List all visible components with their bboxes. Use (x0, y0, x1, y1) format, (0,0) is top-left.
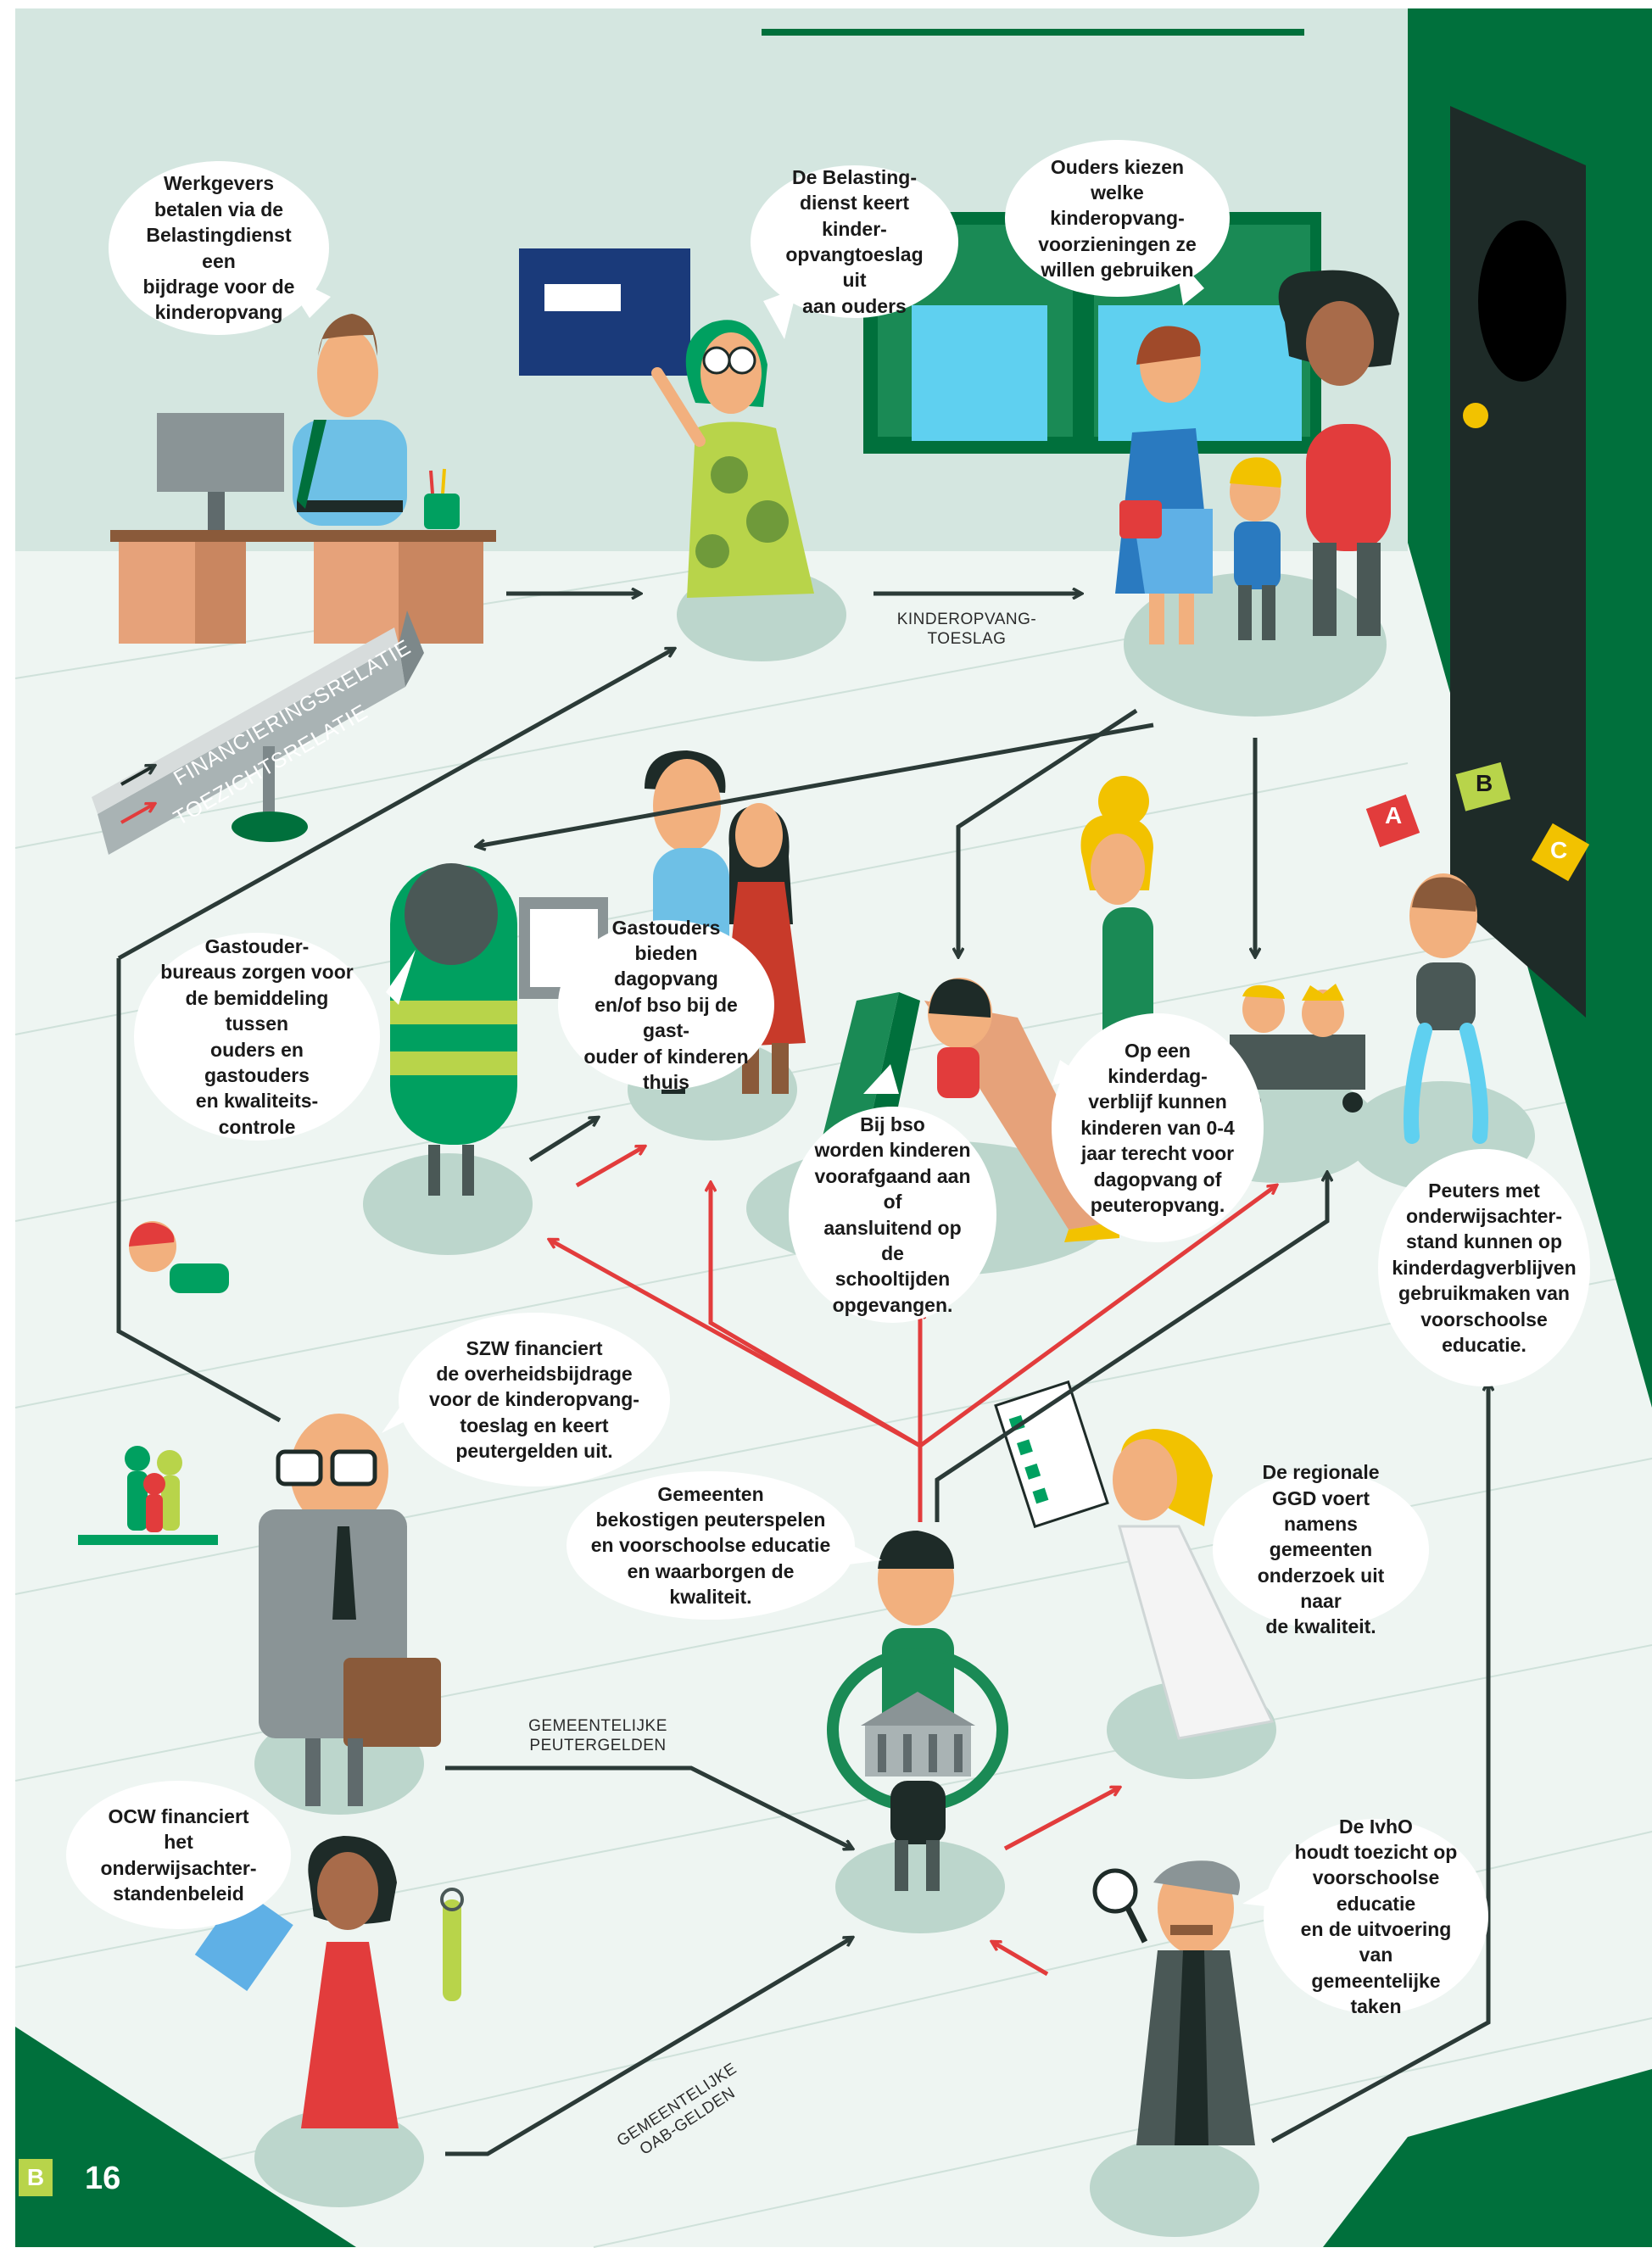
desk (110, 413, 496, 644)
legend-sign (92, 611, 424, 855)
bubble-gastouders: Gastouders bieden dagopvang en/of bso bi… (558, 917, 774, 1093)
block-a-letter: A (1385, 802, 1403, 828)
ivho-figure (1092, 1860, 1255, 2145)
bubble-peuters: Peuters met onderwijsachter- stand kunne… (1378, 1149, 1590, 1386)
section-letter: B (26, 2164, 45, 2190)
bubble-szw: SZW financiert de overheidsbijdrage voor… (399, 1313, 670, 1486)
block-c-letter: C (1550, 837, 1568, 863)
abc-blocks (1365, 761, 1590, 882)
page-number: 16 (85, 2161, 121, 2196)
bubble-ivho: De IvhO houdt toezicht op voorschoolse e… (1264, 1816, 1488, 2017)
door-window (1478, 220, 1566, 382)
supervision-arrows (550, 1146, 1276, 1977)
szw-figure (78, 1414, 441, 1806)
section-badge: B (19, 2159, 53, 2196)
flow-label-kinderopvangtoeslag: KINDEROPVANG- TOESLAG (896, 611, 1037, 648)
ggd-figure (994, 1380, 1275, 1740)
bubble-bso: Bij bso worden kinderen voorafgaand aan … (789, 1107, 996, 1323)
door-knob (1463, 403, 1488, 428)
bubble-kinderdagverblijf: Op een kinderdag- verblijf kunnen kinder… (1052, 1013, 1264, 1242)
belastingdienst-sign (519, 248, 690, 376)
checklist (994, 1380, 1109, 1529)
bubble-werkgevers: Werkgevers betalen via de Belastingdiens… (109, 161, 329, 335)
bubble-gemeenten: Gemeenten bekostigen peuterspelen en voo… (566, 1471, 855, 1620)
financing-arrows (116, 594, 1488, 2156)
ocw-figure (194, 1836, 464, 2128)
bubble-gastouderbureaus: Gastouder- bureaus zorgen voor de bemidd… (134, 933, 380, 1141)
bubble-belastingdienst: De Belasting- dienst keert kinder- opvan… (751, 165, 958, 318)
family-figures (1115, 270, 1399, 644)
bubble-ocw: OCW financiert het onderwijsachter- stan… (66, 1781, 291, 1929)
crawling-child (129, 1221, 229, 1293)
bubble-ouders: Ouders kiezen welke kinderopvang- voorzi… (1005, 140, 1230, 297)
werkgever-figure (293, 314, 407, 526)
belastingdienst-figure (651, 320, 814, 598)
gemeenten-figure (827, 1531, 1008, 1891)
block-b-letter: B (1476, 770, 1493, 796)
bubble-ggd: De regionale GGD voert namens gemeenten … (1213, 1461, 1429, 1637)
juggling-boy (1365, 761, 1590, 1144)
flow-label-peutergelden: GEMEENTELIJKE PEUTERGELDEN (528, 1717, 667, 1754)
